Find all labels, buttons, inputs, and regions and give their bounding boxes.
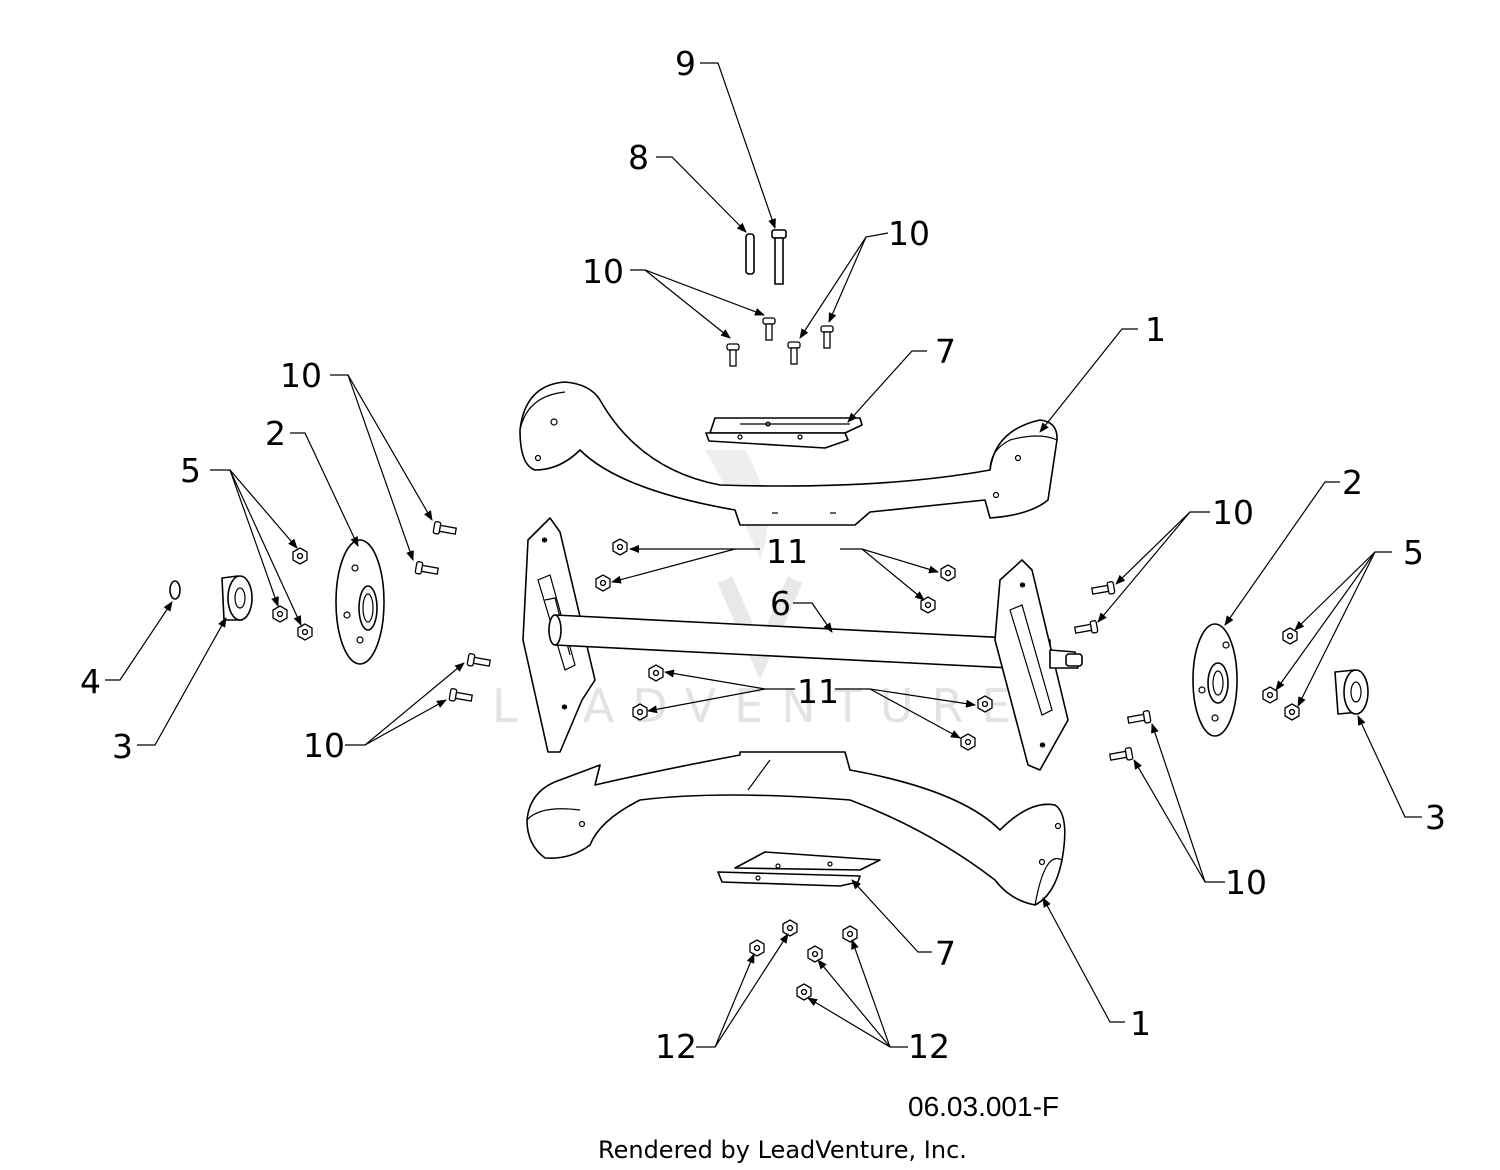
callout-1-bottom: 1 (1130, 1004, 1151, 1043)
callout-3-left: 3 (112, 727, 133, 766)
callout-8: 8 (628, 138, 649, 177)
diagram-code: 06.03.001-F (908, 1091, 1059, 1122)
part-3-right-bearing (1334, 669, 1369, 715)
callout-10-top-left: 10 (582, 252, 624, 291)
svg-text:*: * (562, 704, 567, 715)
callout-10-right-lower: 10 (1225, 863, 1267, 902)
callout-4: 4 (80, 662, 101, 701)
callout-9: 9 (675, 44, 696, 83)
callout-11-upper: 11 (766, 532, 808, 571)
callout-3-right: 3 (1425, 798, 1446, 837)
callout-10-right-upper: 10 (1212, 493, 1254, 532)
credit-line: Rendered by LeadVenture, Inc. (598, 1136, 967, 1164)
callout-7-top: 7 (935, 332, 956, 371)
callout-10-top-right: 10 (888, 214, 930, 253)
callout-10-left-upper: 10 (280, 356, 322, 395)
part-9-bolt (771, 229, 787, 285)
part-7-lower-plate (717, 851, 881, 887)
part-1-lower-frame (526, 751, 1066, 906)
callout-2-right: 2 (1342, 463, 1363, 502)
callout-11-lower: 11 (797, 672, 839, 711)
callout-1-top: 1 (1145, 310, 1166, 349)
part-8-pin (745, 233, 755, 275)
callout-labels: 9 8 10 10 1 7 10 2 5 4 3 10 11 6 11 10 2… (80, 44, 1446, 1066)
callout-5-right: 5 (1403, 533, 1424, 572)
part-6-axle-assembly: * * * * (522, 517, 1083, 771)
part-7-upper-plate (705, 417, 863, 449)
part-3-left-bearing (221, 575, 253, 621)
leader-lines (105, 62, 1422, 1048)
part-2-left-flange (335, 539, 385, 665)
part-1-upper-frame (519, 381, 1058, 526)
svg-text:*: * (542, 537, 547, 548)
svg-text:*: * (1040, 742, 1045, 753)
callout-2-left: 2 (265, 414, 286, 453)
callout-10-left-lower: 10 (303, 726, 345, 765)
callout-12-left: 12 (655, 1027, 697, 1066)
callout-5-left: 5 (180, 451, 201, 490)
svg-text:*: * (1020, 582, 1025, 593)
part-4-clip (169, 580, 181, 600)
part-2-right-flange (1192, 623, 1238, 737)
callout-7-bottom: 7 (935, 934, 956, 973)
callout-12-right: 12 (908, 1027, 950, 1066)
callout-6: 6 (770, 584, 791, 623)
